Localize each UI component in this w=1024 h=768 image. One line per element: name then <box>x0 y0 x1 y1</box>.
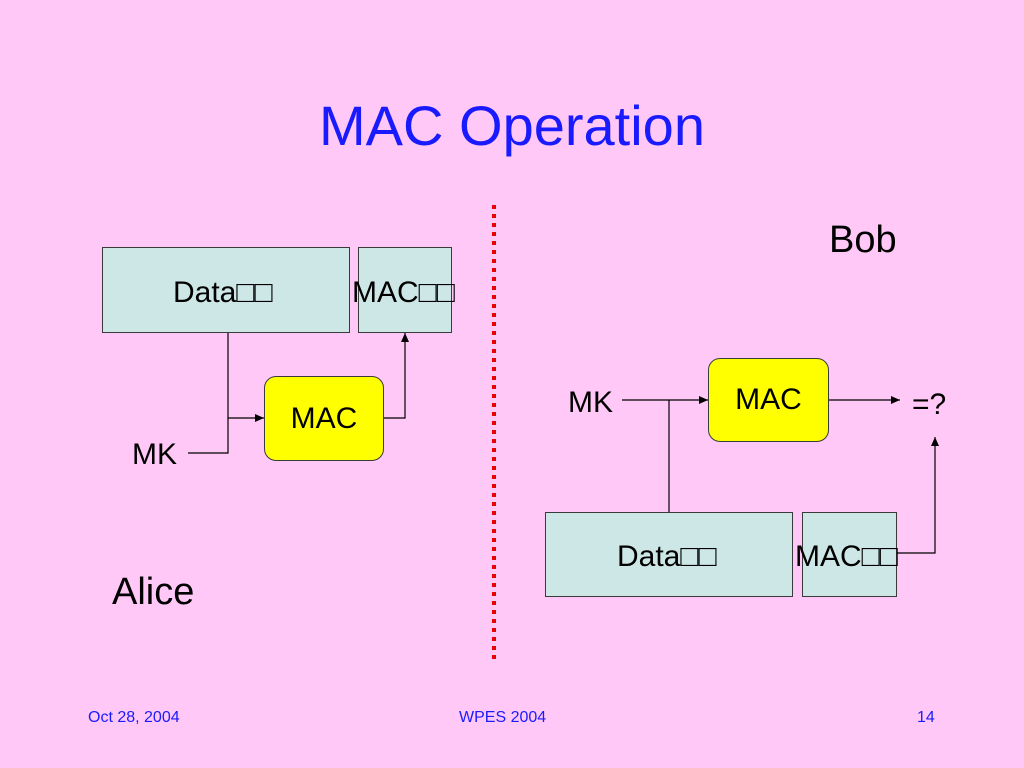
bob-party-label: Bob <box>829 219 897 261</box>
bob-mac-function-label: MAC <box>735 383 802 416</box>
alice-key-to-mac-connector <box>188 418 229 454</box>
alice-data-label: Data□□ <box>173 276 273 309</box>
bob-compare-label: =? <box>912 388 947 421</box>
alice-data-to-mac-connector <box>227 333 264 422</box>
bob-data-label: Data□□ <box>617 540 717 573</box>
alice-key-label: MK <box>132 438 177 471</box>
bob-mac-field-label: MAC□□ <box>795 540 898 573</box>
bob-mac-field-box <box>802 512 897 597</box>
alice-mac-field-label: MAC□□ <box>352 276 455 309</box>
alice-mac-function-label: MAC <box>290 401 358 435</box>
alice-mac-field-box <box>358 247 452 333</box>
bob-data-box <box>545 512 793 597</box>
footer-date: Oct 28, 2004 <box>88 709 180 726</box>
alice-mac-function: MAC <box>264 376 384 461</box>
bob-field-to-compare-arrow <box>897 437 939 554</box>
footer-event: WPES 2004 <box>459 709 547 726</box>
alice-data-box <box>102 247 350 333</box>
alice-mac-to-field-arrow <box>384 333 409 419</box>
bob-key-label: MK <box>568 386 613 419</box>
alice-party-label: Alice <box>112 571 195 613</box>
footer-page-number: 14 <box>917 709 935 726</box>
slide-title: MAC Operation <box>319 94 705 157</box>
bob-mac-function: MAC <box>708 358 829 442</box>
